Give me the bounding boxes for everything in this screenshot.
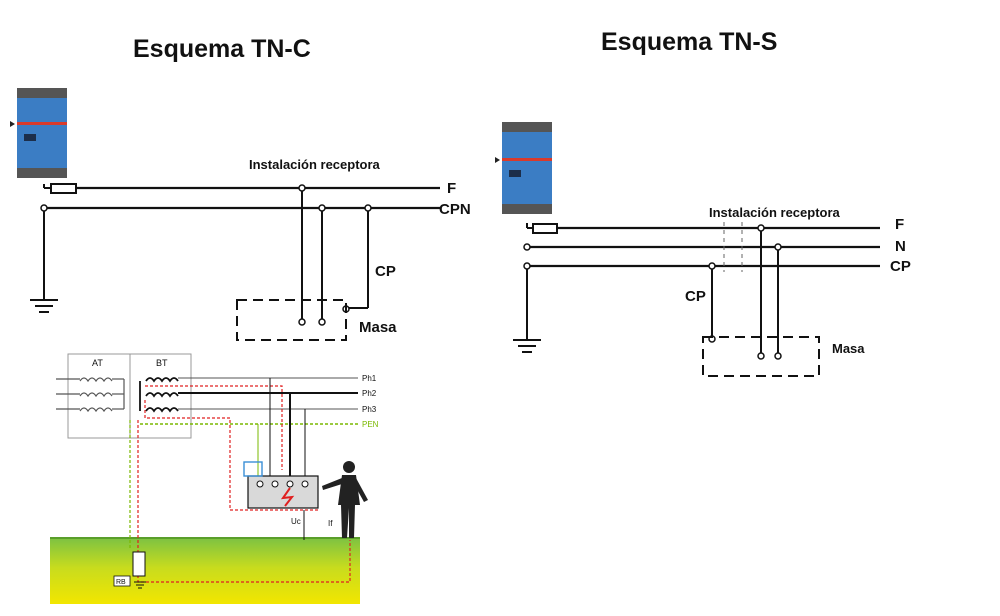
- ground-icon: [134, 581, 146, 589]
- tns-masa-label: Masa: [832, 341, 865, 356]
- pen-label: PEN: [362, 420, 379, 429]
- tnc-line-cpn-label: CPN: [439, 201, 471, 218]
- title-tn-c: Esquema TN-C: [133, 35, 311, 63]
- tnc-line-f-label: F: [447, 180, 456, 197]
- ph1-label: Ph1: [362, 374, 377, 383]
- tns-cp-label: CP: [685, 288, 706, 305]
- equipment-enclosure: [247, 475, 319, 509]
- inverter-device-icon: [495, 122, 552, 214]
- title-tn-s: Esquema TN-S: [601, 28, 778, 56]
- person-icon: [322, 461, 368, 538]
- rb-label: RB: [116, 579, 126, 586]
- tns-masa-box: [702, 336, 820, 377]
- fuse-icon: [50, 183, 77, 194]
- fuse-icon: [532, 223, 558, 234]
- secondary-coils-icon: [139, 377, 179, 413]
- tnc-diagram: F CPN Instalación receptora CP Masa: [10, 88, 471, 341]
- tns-line-f-label: F: [895, 216, 904, 233]
- tns-line-n-label: N: [895, 238, 906, 255]
- tns-installation-label: Instalación receptora: [709, 205, 841, 220]
- earth-ground-area: [50, 538, 360, 604]
- tnc-masa-label: Masa: [359, 319, 397, 336]
- tnc-masa-box: [236, 299, 347, 341]
- ph2-label: Ph2: [362, 389, 377, 398]
- tns-line-cp-label: CP: [890, 258, 911, 275]
- transformer-bt-label: BT: [156, 358, 168, 368]
- tns-diagram: F N CP Instalación receptora CP: [495, 122, 911, 377]
- fault-lightning-icon: [280, 487, 295, 507]
- primary-coils-icon: [56, 377, 125, 413]
- tnc-installation-label: Instalación receptora: [249, 157, 381, 172]
- earth-electrode: [132, 551, 146, 577]
- uc-label: Uc: [291, 517, 301, 526]
- transformer-at-label: AT: [92, 358, 103, 368]
- fault-loop-diagram: AT BT Ph1 Ph2 Ph3 P: [50, 353, 379, 604]
- ph3-label: Ph3: [362, 405, 377, 414]
- ground-icon: [513, 339, 541, 353]
- tnc-cp-label: CP: [375, 263, 396, 280]
- ground-icon: [30, 299, 58, 313]
- inverter-device-icon: [10, 88, 67, 178]
- if-label: If: [328, 519, 333, 528]
